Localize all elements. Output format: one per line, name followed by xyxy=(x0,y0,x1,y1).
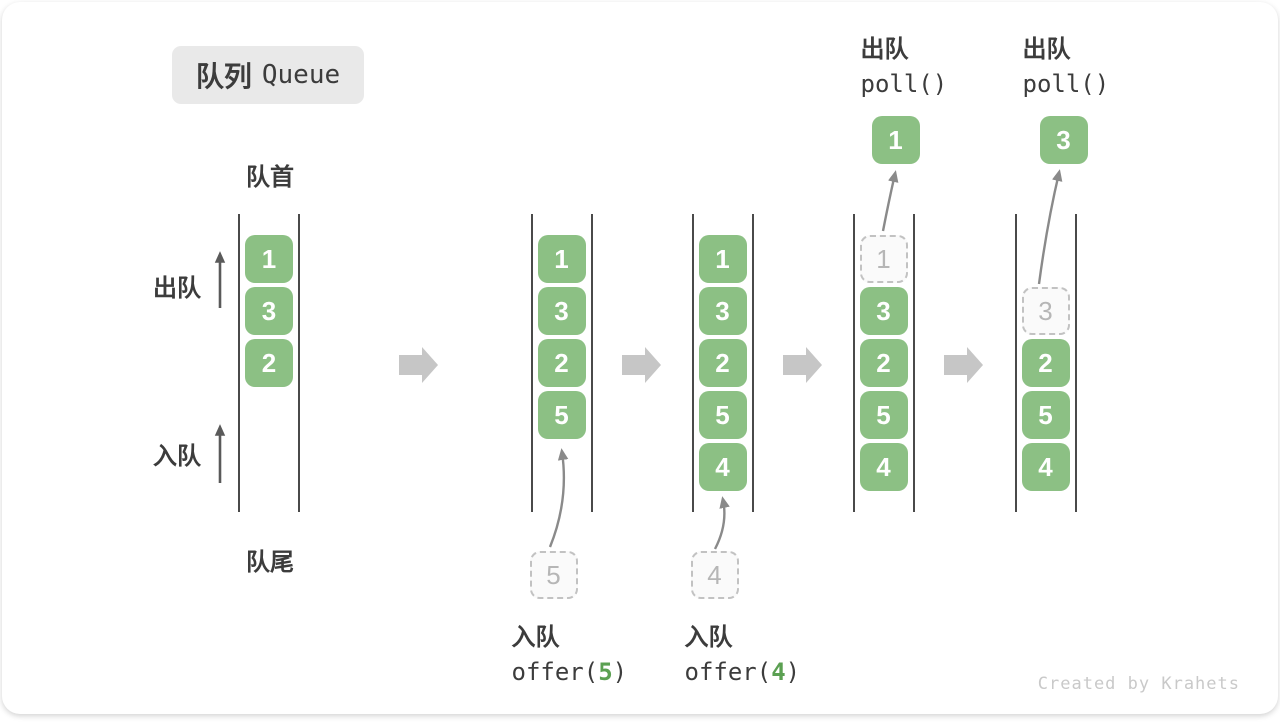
watermark: Created by Krahets xyxy=(1037,674,1240,694)
queue-item: 5 xyxy=(698,391,747,439)
queue-item: 3 xyxy=(698,287,747,335)
incoming-item: 5 xyxy=(529,551,578,599)
enqueue-caption-code: offer(4) xyxy=(685,655,801,690)
step-arrow-icon xyxy=(783,347,822,383)
offer-4-arrow-icon xyxy=(713,496,730,550)
queue-rail-right xyxy=(912,214,915,512)
code-part: ) xyxy=(785,658,801,686)
queue-rail-left xyxy=(1014,214,1017,512)
queue-item: 2 xyxy=(698,339,747,387)
queue-item: 4 xyxy=(1021,443,1070,491)
code-part: 5 xyxy=(598,658,613,686)
code-part: offer( xyxy=(684,658,772,686)
code-part: 4 xyxy=(771,658,786,686)
queue-rail-left xyxy=(530,214,533,512)
queue-item: 2 xyxy=(245,339,293,387)
incoming-item: 4 xyxy=(690,551,739,599)
queue-rear-label: 队尾 xyxy=(246,549,294,576)
dequeue-header-code: poll() xyxy=(1023,67,1110,102)
dequeued-item: 3 xyxy=(1039,116,1088,164)
dequeue-header: 出队 poll() xyxy=(1023,32,1110,102)
dequeue-header-zh: 出队 xyxy=(1022,36,1071,63)
title-en: Queue xyxy=(261,60,341,90)
queue-item: 4 xyxy=(698,443,747,491)
step-arrow-icon xyxy=(622,347,661,383)
queue-item-removed: 1 xyxy=(859,235,908,283)
title-zh: 队列 xyxy=(195,61,252,92)
queue-item: 4 xyxy=(859,443,908,491)
offer-5-arrow-icon xyxy=(548,448,569,548)
queue-item: 5 xyxy=(537,391,586,439)
code-part: poll() xyxy=(860,70,948,98)
queue-item: 3 xyxy=(859,287,908,335)
queue-rail-right xyxy=(751,214,754,512)
queue-rail-right xyxy=(590,214,593,512)
poll-1-arrow-icon xyxy=(881,170,899,232)
dequeue-header-code: poll() xyxy=(861,67,948,102)
step-arrow-icon xyxy=(399,347,438,383)
queue-rail-left xyxy=(691,214,694,512)
queue-rail-right xyxy=(298,214,300,512)
queue-rail-right xyxy=(1074,214,1077,512)
code-part: poll() xyxy=(1022,70,1110,98)
queue-front-label: 队首 xyxy=(246,164,294,191)
dequeue-label: 出队 xyxy=(153,275,201,302)
title-box: 队列 Queue xyxy=(172,46,364,104)
queue-item: 3 xyxy=(245,287,293,335)
queue-item: 3 xyxy=(537,287,586,335)
enqueue-caption: 入队 offer(5) xyxy=(512,620,628,690)
dequeue-header-zh: 出队 xyxy=(860,36,909,63)
code-part: offer( xyxy=(511,658,599,686)
code-part: ) xyxy=(612,658,628,686)
poll-3-arrow-icon xyxy=(1037,169,1063,285)
queue-item: 1 xyxy=(537,235,586,283)
queue-item-removed: 3 xyxy=(1021,287,1070,335)
enqueue-caption-zh: 入队 xyxy=(511,624,560,651)
step-arrow-icon xyxy=(944,347,983,383)
queue-rail-left xyxy=(852,214,855,512)
queue-item: 1 xyxy=(245,235,293,283)
queue-item: 5 xyxy=(859,391,908,439)
queue-item: 2 xyxy=(537,339,586,387)
queue-item: 2 xyxy=(1021,339,1070,387)
enqueue-label: 入队 xyxy=(153,443,201,470)
queue-item: 1 xyxy=(698,235,747,283)
queue-item: 2 xyxy=(859,339,908,387)
enqueue-caption: 入队 offer(4) xyxy=(685,620,801,690)
dequeued-item: 1 xyxy=(871,116,920,164)
enqueue-caption-code: offer(5) xyxy=(512,655,628,690)
enqueue-caption-zh: 入队 xyxy=(684,624,733,651)
dequeue-header: 出队 poll() xyxy=(861,32,948,102)
queue-item: 5 xyxy=(1021,391,1070,439)
queue-rail-left xyxy=(238,214,240,512)
